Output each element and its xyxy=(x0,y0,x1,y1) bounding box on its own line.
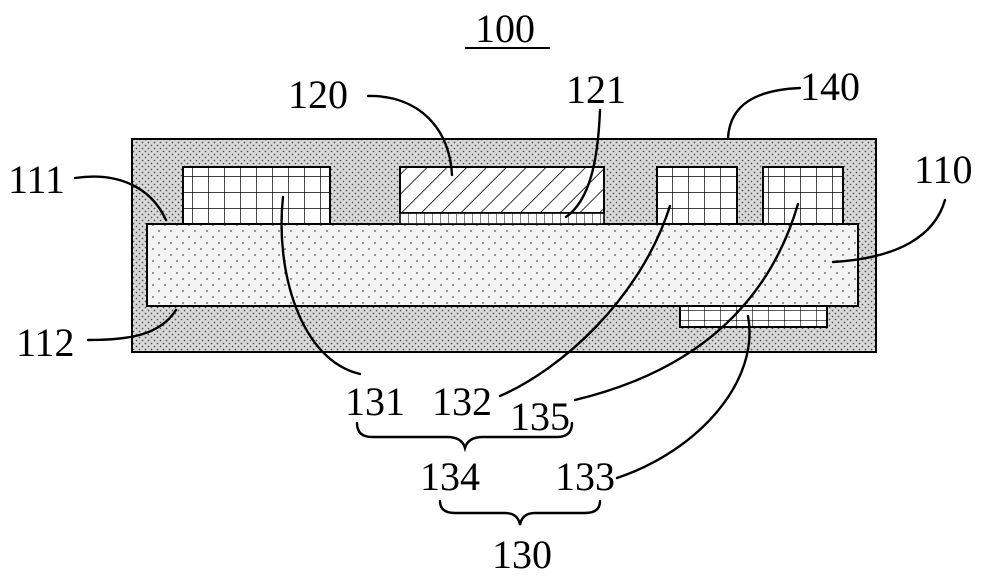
middle-pad xyxy=(656,166,738,225)
right-pad xyxy=(762,166,844,225)
leader-131 xyxy=(280,195,362,376)
leader-132 xyxy=(498,204,672,398)
leader-140 xyxy=(726,86,802,140)
brace-130 xyxy=(438,499,602,526)
chip xyxy=(399,166,605,214)
figure-title: 100 xyxy=(475,6,535,51)
chip-bond-layer xyxy=(399,212,605,225)
label-enclosure: 140 xyxy=(800,64,860,109)
label-bottom-pad: 133 xyxy=(555,454,615,499)
label-middle-pad: 132 xyxy=(432,379,492,424)
left-pad xyxy=(182,166,331,225)
label-chip: 120 xyxy=(288,72,348,117)
leader-135 xyxy=(573,202,800,402)
label-chip-bond: 121 xyxy=(566,67,626,112)
label-bottom-surface: 112 xyxy=(16,320,75,365)
leader-120 xyxy=(366,94,454,177)
label-left-pad: 131 xyxy=(345,379,405,424)
leader-110 xyxy=(831,198,947,264)
leader-121 xyxy=(564,108,602,219)
leader-112 xyxy=(86,308,178,342)
label-substrate: 110 xyxy=(914,147,973,192)
label-top-surface: 111 xyxy=(8,157,65,202)
label-right-pad: 135 xyxy=(510,394,570,439)
label-group-all: 130 xyxy=(492,532,552,577)
brace-134 xyxy=(355,421,574,453)
leader-133 xyxy=(615,314,751,480)
bottom-pad xyxy=(679,305,828,328)
label-group-top: 134 xyxy=(420,454,480,499)
leader-111 xyxy=(73,175,168,222)
substrate xyxy=(146,223,859,307)
